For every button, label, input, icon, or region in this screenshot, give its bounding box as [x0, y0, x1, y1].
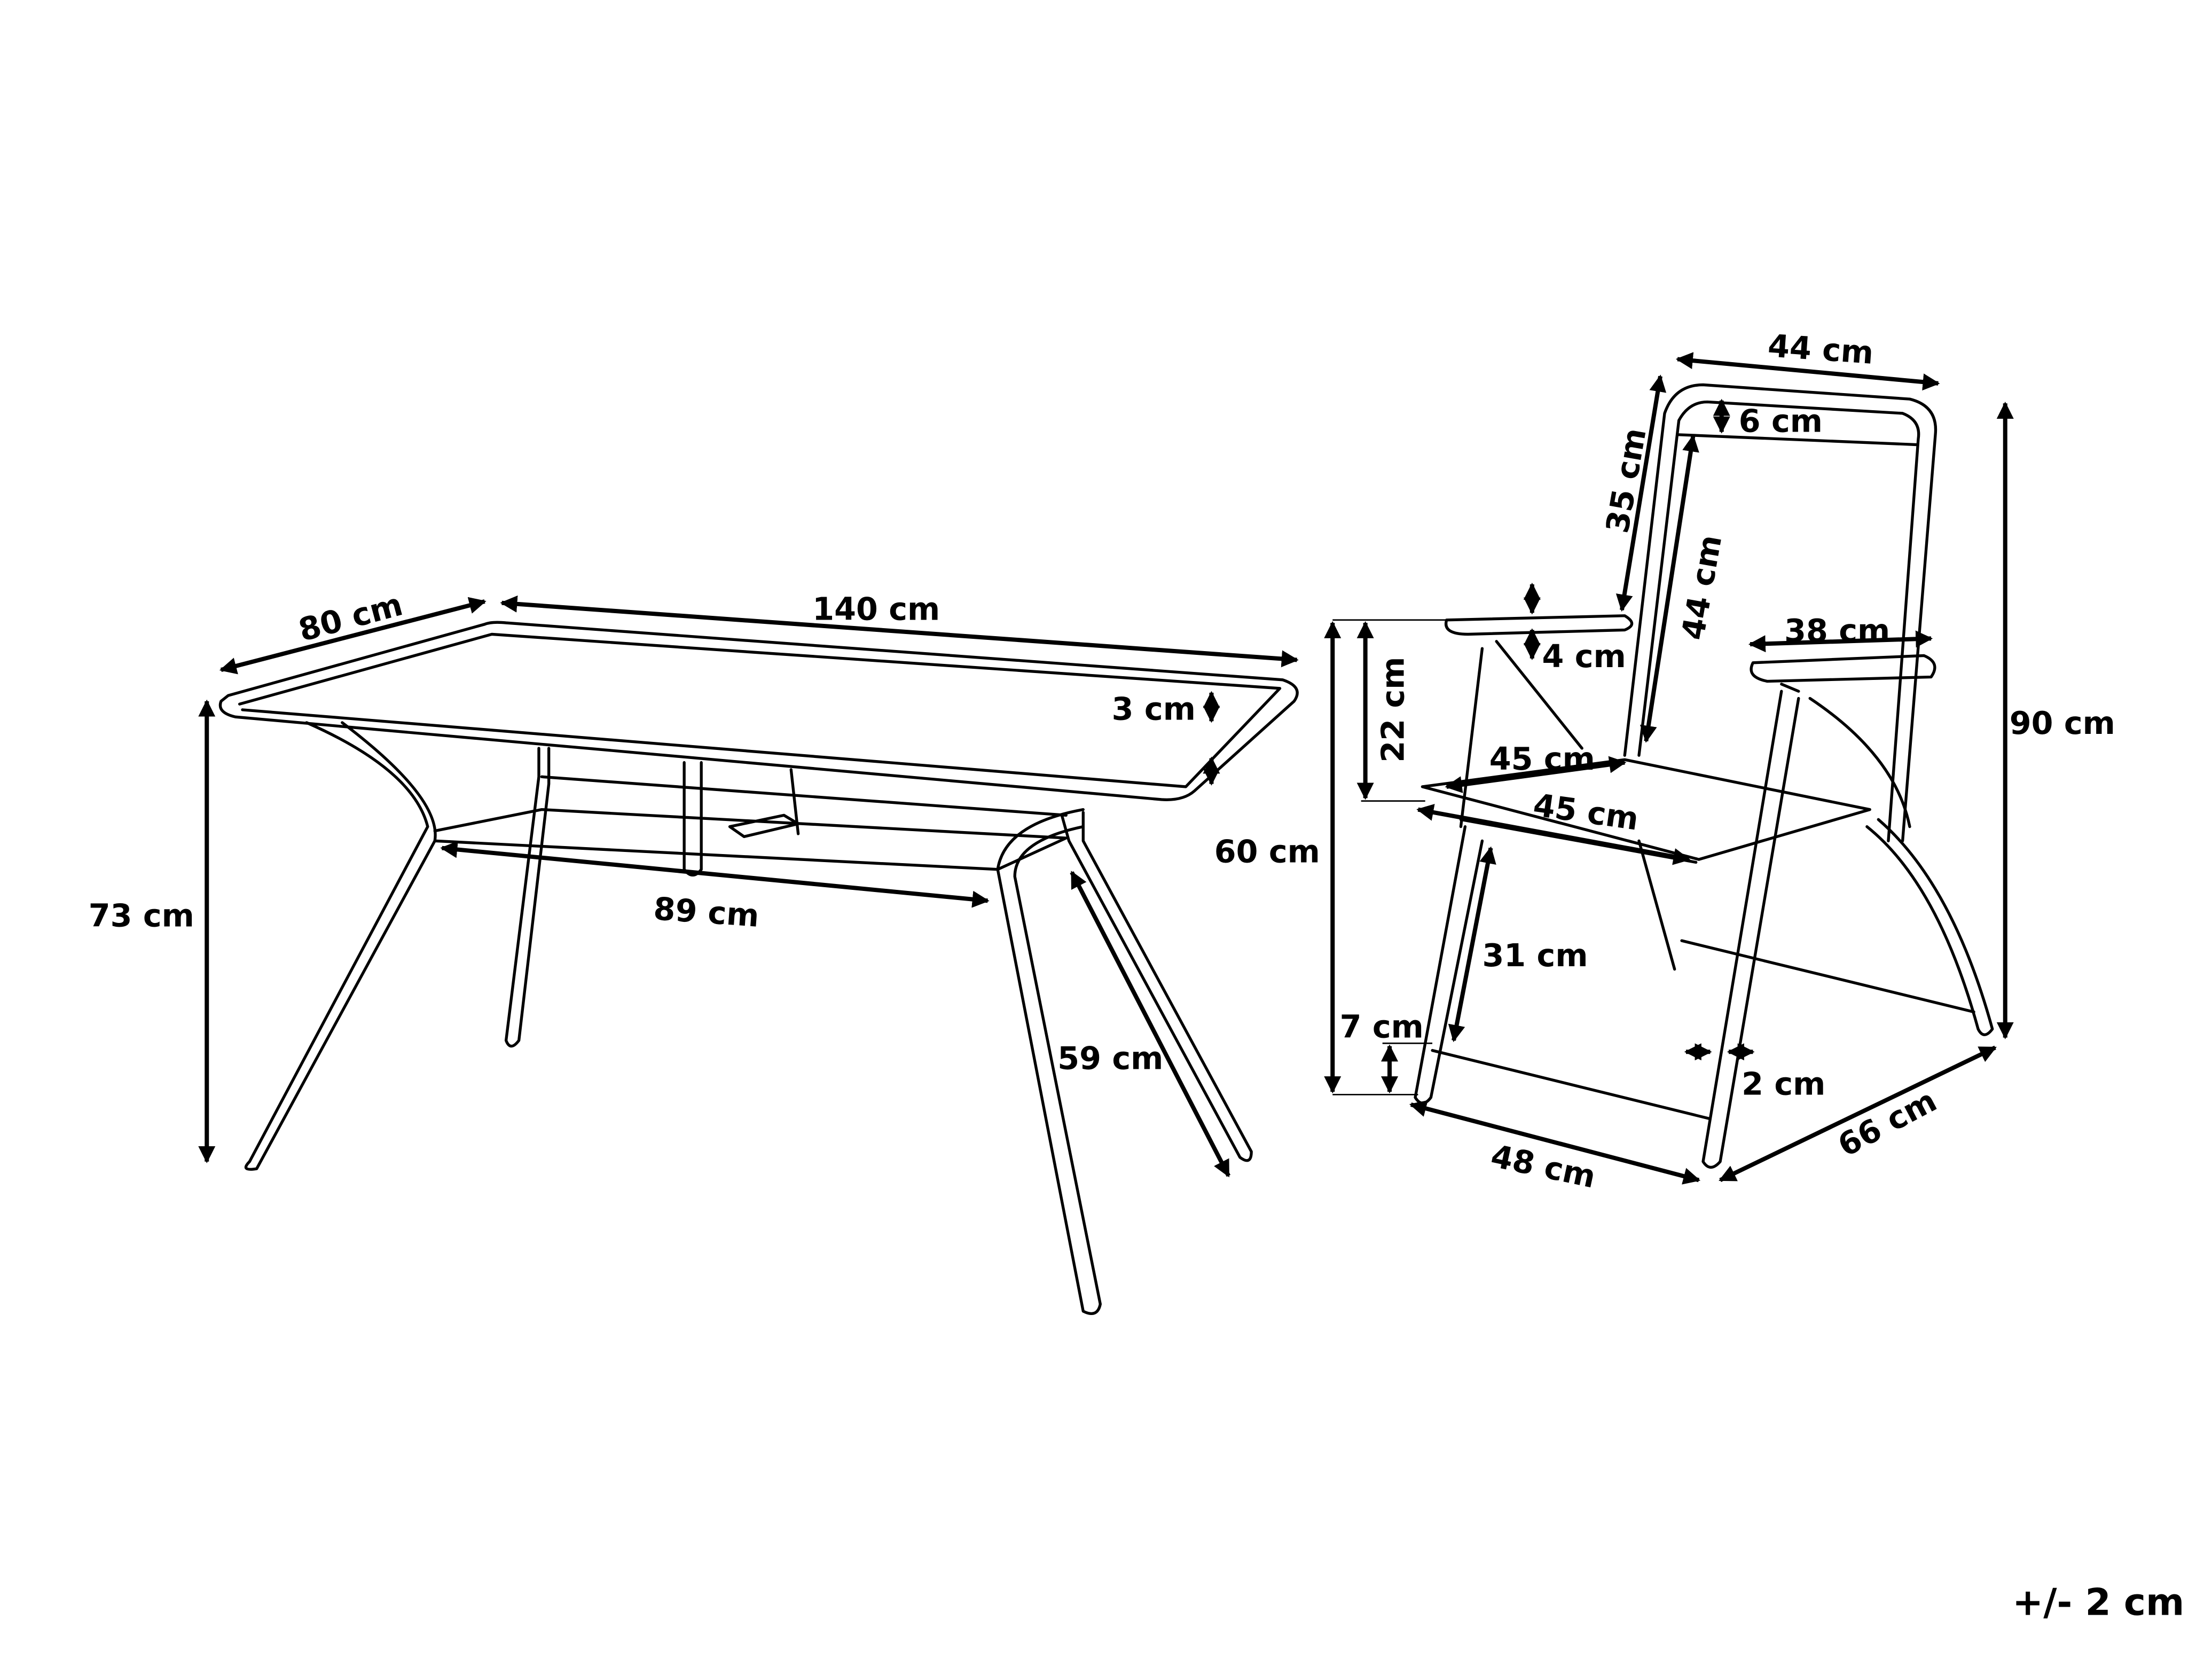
- chair-front-width-label: 48 cm: [1488, 1138, 1599, 1195]
- table-width-label: 80 cm: [295, 586, 406, 648]
- chair-back-width-dimension: [1675, 352, 1940, 391]
- chair-armrest-length-dimension: [1748, 630, 1933, 653]
- tolerance-note: +/- 2 cm: [2012, 1581, 2184, 1624]
- table-stretcher-dimension: [440, 841, 990, 908]
- chair-back-inner-dimension: [1640, 434, 1699, 743]
- chair-tube-label: 2 cm: [1742, 1066, 1825, 1102]
- table-drawing: 80 cm 140 cm 3 cm 73 cm 89 cm 59 cm: [89, 586, 1299, 1315]
- chair-seat-depth-back-dimension: [1445, 756, 1627, 793]
- table-length-label: 140 cm: [812, 591, 940, 628]
- table-height-label: 73 cm: [89, 897, 194, 934]
- chair-back-top-label: 6 cm: [1739, 403, 1823, 440]
- table-leg-back-left: [504, 747, 551, 1048]
- chair-armrest-left: [1444, 614, 1634, 828]
- table-leg-front-right: [996, 808, 1102, 1315]
- chair-total-height-label: 90 cm: [2010, 705, 2115, 741]
- table-leg-dimension: [1070, 871, 1231, 1178]
- table-leg-label: 59 cm: [1057, 1040, 1163, 1076]
- chair-armrest-thickness-label: 4 cm: [1542, 638, 1626, 675]
- chair-armrest-length-label: 38 cm: [1784, 613, 1890, 649]
- table-length-dimension: [500, 595, 1299, 668]
- chair-seat-depth-dimension: [1416, 804, 1691, 865]
- table-leg-back-right: [1060, 811, 1253, 1162]
- chair-seat-depth-back-label: 45 cm: [1489, 741, 1595, 777]
- chair-leg-span-dimension: [1448, 846, 1496, 1043]
- table-leg-front-left: [244, 721, 437, 1171]
- chair-back-inner-label: 44 cm: [1675, 532, 1729, 643]
- chair-armrest-right: [1750, 654, 1936, 828]
- chair-seat-depth-label: 45 cm: [1531, 787, 1641, 838]
- chair-seat-height-label: 60 cm: [1214, 833, 1320, 870]
- chair-leg-span-label: 31 cm: [1482, 937, 1588, 974]
- chair-back-width-label: 44 cm: [1767, 327, 1874, 371]
- table-top-thickness-label: 3 cm: [1112, 691, 1196, 727]
- table-top: [218, 621, 1299, 801]
- chair-foot-label: 7 cm: [1340, 1009, 1424, 1045]
- chair-stretchers: [1431, 640, 1975, 1121]
- table-stretcher-label: 89 cm: [652, 890, 760, 934]
- chair-depth-label: 66 cm: [1832, 1082, 1943, 1164]
- table-width-dimension: [219, 597, 487, 675]
- chair-front-width-dimension: [1409, 1100, 1701, 1185]
- chair-arm-height-label: 22 cm: [1375, 657, 1411, 763]
- chair-depth-dimension: [1719, 1045, 1997, 1183]
- chair-drawing: 44 cm 6 cm 35 cm 44 cm 4 cm 38 cm 22 cm …: [1214, 327, 2115, 1195]
